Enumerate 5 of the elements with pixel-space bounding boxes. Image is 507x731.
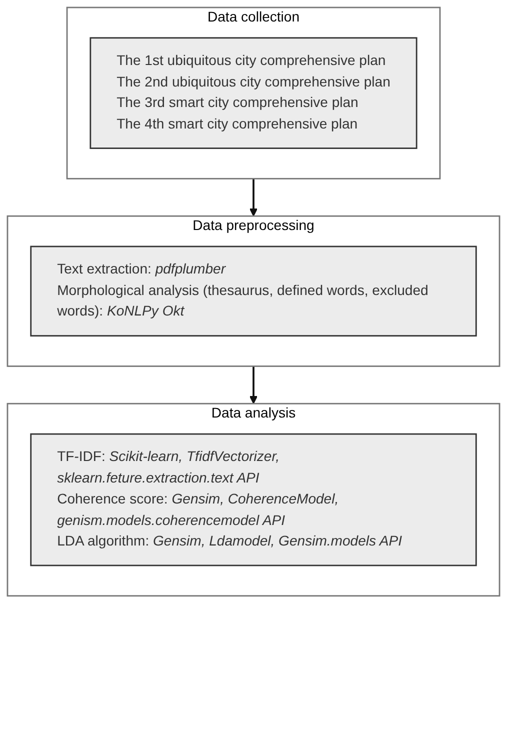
node-box: Text extraction: pdfplumber Morphological analysis (thesaurus, defined words, excluded words): KoNLPy Okt (30, 246, 477, 337)
node-box: The 1st ubiquitous city comprehensive plan The 2nd ubiquitous city comprehensive plan The 3rd smart city comprehensive plan The 4th smart city comprehensive plan (90, 37, 418, 149)
arrow (249, 366, 258, 404)
arrow (249, 178, 258, 216)
node-box: TF-IDF: Scikit-learn, TfidfVectorizer, sklearn.feture.extraction.text API Coherence score: Gensim, CoherenceModel, genism.models.coherencemodel API LDA algorithm: Gensim, Ldamodel, Gensim.models API (30, 433, 477, 566)
